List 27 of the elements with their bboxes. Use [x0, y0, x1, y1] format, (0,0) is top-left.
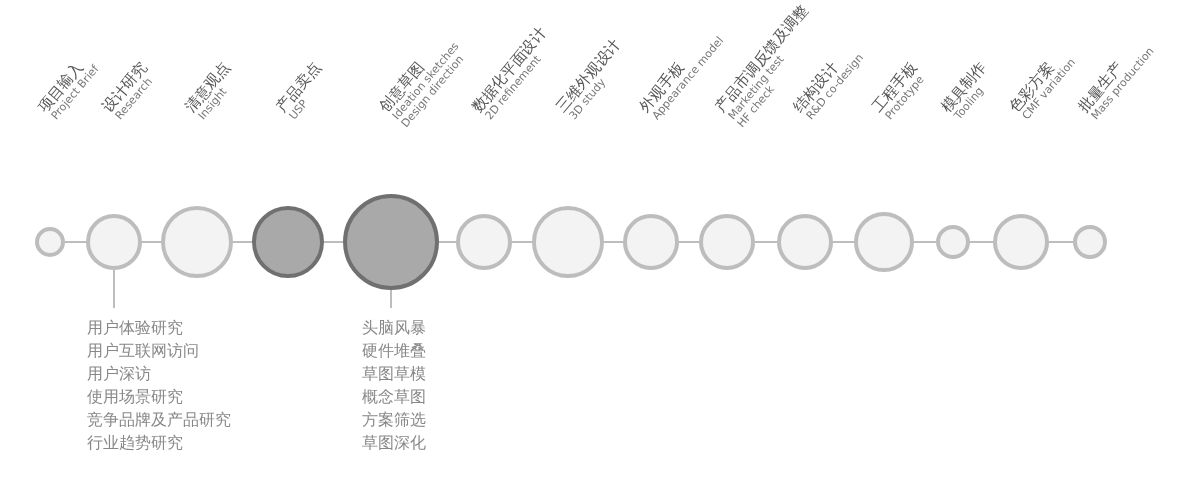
leader-line: [390, 289, 392, 309]
connector-line: [1048, 241, 1074, 243]
connector-line: [64, 241, 87, 243]
list-item: 用户深访: [87, 363, 152, 385]
list-item: 行业趋势研究: [87, 432, 184, 454]
connector-line: [913, 241, 937, 243]
list-item: 使用场景研究: [87, 386, 184, 408]
list-item: 草图深化: [362, 432, 426, 454]
connector-line: [832, 241, 855, 243]
connector-line: [754, 241, 778, 243]
list-item: 用户互联网访问: [87, 340, 200, 362]
list-item: 草图草模: [362, 363, 426, 385]
connector-line: [969, 241, 994, 243]
connector-line: [678, 241, 700, 243]
connector-line: [141, 241, 162, 243]
list-item: 头脑风暴: [362, 317, 426, 339]
connector-line: [232, 241, 253, 243]
connector-line: [323, 241, 344, 243]
list-item: 硬件堆叠: [362, 340, 426, 362]
connector-line: [438, 241, 457, 243]
list-item: 概念草图: [362, 386, 426, 408]
list-item: 方案筛选: [362, 409, 426, 431]
leader-line: [113, 269, 115, 309]
list-item: 用户体验研究: [87, 317, 184, 339]
connector-line: [511, 241, 533, 243]
connector-line: [603, 241, 624, 243]
list-item: 竞争品牌及产品研究: [87, 409, 231, 431]
